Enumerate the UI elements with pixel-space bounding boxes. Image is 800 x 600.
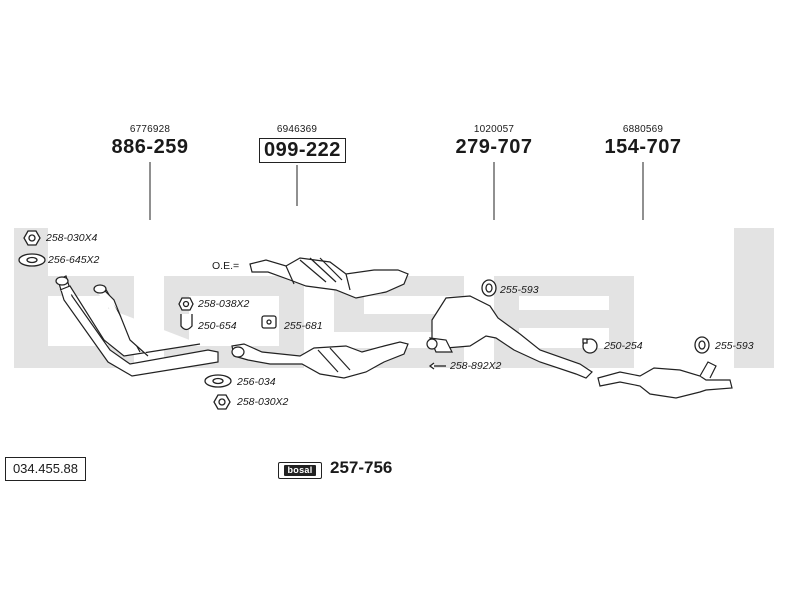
component-label: 255-593: [715, 340, 754, 352]
gasket-icon-2: [204, 374, 232, 388]
brand-badge-text: bosal: [284, 465, 316, 476]
oe-label: O.E.=: [212, 260, 240, 272]
part-number[interactable]: 886-259: [111, 136, 189, 158]
brand-badge: bosal: [278, 462, 322, 479]
brand-watermark: [14, 228, 790, 368]
front-pipe-drawing: [55, 275, 219, 377]
arrow-left-icon: [428, 362, 446, 370]
catalyst-oe-drawing: [249, 257, 409, 299]
rubber-ring-icon-1: [481, 279, 497, 297]
centre-silencer-drawing: [426, 295, 593, 379]
oe-number: 6776928: [129, 124, 171, 135]
part-number[interactable]: 154-707: [604, 136, 682, 158]
rubber-ring-icon-2: [694, 336, 710, 354]
component-label: 250-654: [198, 320, 237, 332]
kit-number[interactable]: 257-756: [330, 458, 393, 477]
oe-number: 1020057: [473, 124, 515, 135]
component-label: 255-593: [500, 284, 539, 296]
rubber-mount-icon: [261, 315, 277, 329]
component-label: 250-254: [604, 340, 643, 352]
component-label: 256-034: [237, 376, 276, 388]
nut-icon-2: [178, 297, 194, 311]
component-label: 258-030X2: [237, 396, 289, 408]
oe-number: 6946369: [276, 124, 318, 135]
nut-icon-3: [213, 394, 231, 410]
component-label: 258-030X4: [46, 232, 98, 244]
component-label: 256-645X2: [48, 254, 100, 266]
part-number[interactable]: 279-707: [455, 136, 533, 158]
rear-silencer-drawing: [597, 361, 733, 399]
component-label: 258-038X2: [198, 298, 250, 310]
component-label: 255-681: [284, 320, 323, 332]
gasket-icon-1: [18, 253, 46, 267]
oe-number: 6880569: [622, 124, 664, 135]
catalyst-drawing: [231, 341, 409, 379]
component-label: 258-892X2: [450, 360, 502, 372]
catalog-number: 034.455.88: [5, 457, 86, 481]
u-clamp-icon: [180, 314, 193, 331]
part-number[interactable]: 099-222: [259, 138, 346, 163]
clamp-icon: [582, 338, 598, 354]
nut-icon-1: [23, 230, 41, 246]
